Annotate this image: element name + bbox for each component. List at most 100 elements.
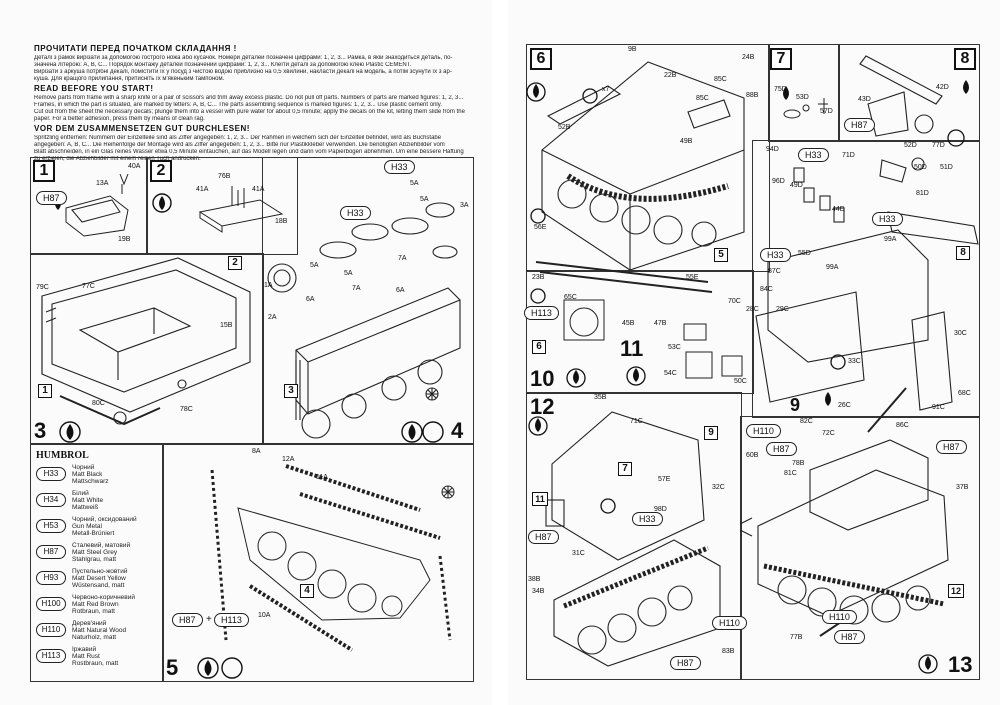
step-1-part <box>65 173 129 237</box>
instructions-ua-line: Деталі з рамок вирізати за допомогою гос… <box>34 55 453 61</box>
paint-code-h87: H87 <box>766 442 797 456</box>
sub-step-marker: 12 <box>948 584 964 598</box>
step-7-panel <box>768 44 840 142</box>
paint-name-de: Wüstensand, matt <box>72 582 125 589</box>
part-label: 52D <box>904 142 917 149</box>
step-4-number: 4 <box>451 418 464 443</box>
step-8-gun <box>859 55 943 183</box>
paint-name-de: Naturholz, matt <box>72 634 117 641</box>
step-1-number: 1 <box>33 160 55 182</box>
step-1-panel <box>30 157 148 255</box>
paint-name-en: Matt Steel Grey <box>72 549 118 556</box>
step-9-structure <box>755 167 979 411</box>
step-11-number: 11 <box>620 336 644 361</box>
part-label: 50D <box>914 164 927 171</box>
glue-drop-icon <box>159 196 165 210</box>
paint-name-en: Matt Red Brown <box>72 601 119 608</box>
part-label: 78C <box>180 406 193 413</box>
paint-code-h33: H33 <box>798 148 829 162</box>
paint-code: H113 <box>36 649 66 663</box>
part-label: 9B <box>628 46 637 53</box>
part-label: 44D <box>832 206 845 213</box>
paint-code-h87: H87 <box>834 630 865 644</box>
part-label: 6A <box>306 296 315 303</box>
glue-circle-icon <box>626 366 646 386</box>
part-label: 40A <box>128 163 141 170</box>
instructions-de-line: zu erzielen, die Abziehbilder mit einem … <box>34 156 201 162</box>
paint-name-en: Matt Rust <box>72 653 100 660</box>
part-label: 3A <box>460 202 469 209</box>
part-label: 71C <box>630 418 643 425</box>
paint-code-h33: H33 <box>760 248 791 262</box>
part-label: 51D <box>940 164 953 171</box>
step-8-panel <box>838 44 980 142</box>
glue-circle-icon <box>566 368 586 388</box>
part-label: 65C <box>564 294 577 301</box>
glue-drop-icon <box>573 370 579 384</box>
paint-code-h110: H110 <box>822 610 857 624</box>
glue-circle-icon <box>59 421 81 443</box>
step-7-parts <box>783 98 828 119</box>
step-3-number: 3 <box>34 418 47 443</box>
wheel-icon <box>947 129 965 147</box>
step-3-panel <box>30 253 264 445</box>
sub-step-marker: 11 <box>532 492 548 506</box>
glue-drop-icon <box>66 424 74 440</box>
part-label: 56E <box>534 224 547 231</box>
paint-code: H100 <box>36 597 66 611</box>
page-gutter <box>492 0 508 705</box>
part-label: 18B <box>275 218 288 225</box>
paint-name-en: Matt Desert Yellow <box>72 575 126 582</box>
step-12-number: 12 <box>530 394 555 419</box>
paint-name-de: Mattweiß <box>72 504 99 511</box>
part-label: 1A <box>264 282 273 289</box>
paint-code-h87: H87 <box>172 613 203 627</box>
part-label: 5A <box>410 180 419 187</box>
part-label: 22B <box>664 72 677 79</box>
part-label: 12A <box>282 456 295 463</box>
part-label: 15B <box>220 322 233 329</box>
part-label: 88B <box>746 92 759 99</box>
sub-step-marker: 3 <box>284 384 298 398</box>
glue-drop-icon <box>533 84 539 98</box>
paint-name-de: Mattschwarz <box>72 478 109 485</box>
part-label: 10A <box>258 612 271 619</box>
part-label: 49B <box>680 138 693 145</box>
part-label: 83B <box>722 648 735 655</box>
glue-circle-icon <box>401 421 423 443</box>
step-5-number: 5 <box>166 655 179 680</box>
part-label: 85C <box>696 95 709 102</box>
paint-code-h87: H87 <box>844 118 875 132</box>
paint-code-h87: H87 <box>936 440 967 454</box>
step-7-number: 7 <box>770 48 792 70</box>
step-6-panel <box>526 44 770 272</box>
part-label: 13A <box>96 180 109 187</box>
cement-icon <box>530 288 546 304</box>
paint-name-ua: Чорний <box>72 464 95 471</box>
part-label: 2A <box>268 314 277 321</box>
glue-circle-icon <box>197 657 219 679</box>
part-label: 30C <box>954 330 967 337</box>
paint-name-ua: Пустельно-жовтий <box>72 568 128 575</box>
instructions-title-en: READ BEFORE YOU START! <box>34 84 154 93</box>
step-5-panel <box>162 443 474 682</box>
step-13-tank <box>739 387 949 637</box>
cement-icon <box>530 208 546 224</box>
paint-name-en: Matt Natural Wood <box>72 627 127 634</box>
part-label: 55D <box>798 250 811 257</box>
instructions-de-line: Blatt abschneiden, in ein Glas reines Wa… <box>34 149 464 155</box>
paint-name-ua: Іржавий <box>72 646 97 653</box>
paint-code-h33: H33 <box>384 160 415 174</box>
instructions-en-line: paper. For a better adhesion, press them… <box>34 116 205 122</box>
left-instruction-page: ПРОЧИТАТИ ПЕРЕД ПОЧАТКОМ СКЛАДАННЯ ! Дет… <box>0 0 492 705</box>
sub-step-marker: 2 <box>228 256 242 270</box>
part-label: 96D <box>772 178 785 185</box>
paint-code: H110 <box>36 623 66 637</box>
instructions-en-line: Cut out from the sheet the necessary dec… <box>34 109 465 115</box>
part-label: 35B <box>594 394 607 401</box>
part-label: 5A <box>310 262 319 269</box>
part-label: 79C <box>36 284 49 291</box>
step-8-number: 8 <box>954 48 976 70</box>
part-label: x7 <box>602 86 610 93</box>
step-5-tracks <box>210 464 455 652</box>
